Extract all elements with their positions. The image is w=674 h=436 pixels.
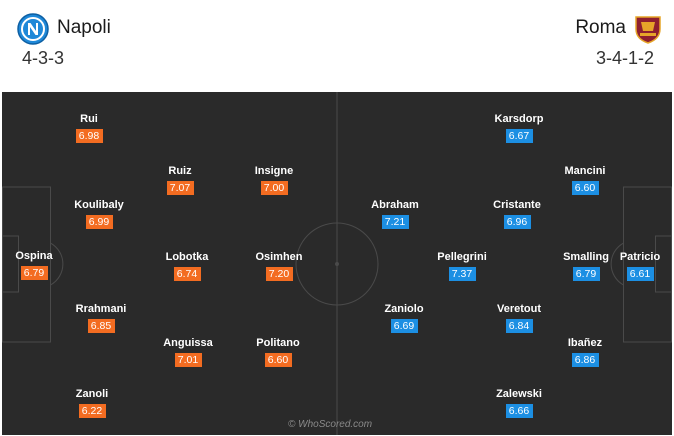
away-team-name[interactable]: Roma xyxy=(575,17,626,38)
home-player-osimhen[interactable]: Osimhen 7.20 xyxy=(239,250,319,282)
player-name: Abraham xyxy=(371,199,419,211)
player-rating: 6.67 xyxy=(505,129,533,143)
away-player-abraham[interactable]: Abraham 7.21 xyxy=(355,198,435,230)
home-player-koulibaly[interactable]: Koulibaly 6.99 xyxy=(59,198,139,230)
player-name: Mancini xyxy=(564,165,606,177)
player-name: Ibañez xyxy=(567,337,603,349)
away-player-veretout[interactable]: Veretout 6.84 xyxy=(479,302,559,334)
player-name: Insigne xyxy=(254,165,294,177)
player-name: Karsdorp xyxy=(494,113,544,125)
player-name: Patricio xyxy=(619,251,661,263)
player-name: Politano xyxy=(256,337,300,349)
player-rating: 6.22 xyxy=(78,404,106,418)
player-rating: 7.00 xyxy=(260,181,288,195)
away-player-ibanez[interactable]: Ibañez 6.86 xyxy=(545,336,625,368)
player-name: Veretout xyxy=(496,303,541,315)
home-formation: 4-3-3 xyxy=(22,48,65,68)
player-rating: 7.01 xyxy=(174,353,202,367)
away-player-cristante[interactable]: Cristante 6.96 xyxy=(477,198,557,230)
home-player-rrahmani[interactable]: Rrahmani 6.85 xyxy=(61,302,141,334)
away-player-zaniolo[interactable]: Zaniolo 6.69 xyxy=(364,302,444,334)
home-team-name[interactable]: Napoli xyxy=(57,17,111,38)
player-rating: 6.98 xyxy=(75,129,103,143)
player-name: Rui xyxy=(80,113,98,125)
player-rating: 6.86 xyxy=(571,353,599,367)
player-rating: 6.60 xyxy=(264,353,292,367)
match-header: Napoli 4-3-3 Roma 3-4-1-2 xyxy=(0,0,674,92)
whoscored-watermark: © WhoScored.com xyxy=(288,419,373,430)
player-name: Ruiz xyxy=(168,165,192,177)
home-player-anguissa[interactable]: Anguissa 7.01 xyxy=(148,336,228,368)
player-name: Ospina xyxy=(15,250,53,262)
player-rating: 6.69 xyxy=(390,319,418,333)
away-player-pellegrini[interactable]: Pellegrini 7.37 xyxy=(422,250,502,282)
player-rating: 7.07 xyxy=(166,181,194,195)
player-rating: 6.60 xyxy=(571,181,599,195)
home-player-rui[interactable]: Rui 6.98 xyxy=(49,112,129,144)
player-name: Zalewski xyxy=(496,388,542,400)
player-rating: 6.85 xyxy=(87,319,115,333)
home-player-ruiz[interactable]: Ruiz 7.07 xyxy=(140,164,220,196)
home-player-politano[interactable]: Politano 6.60 xyxy=(238,336,318,368)
player-rating: 7.21 xyxy=(381,215,409,229)
player-name: Lobotka xyxy=(165,251,209,263)
away-player-mancini[interactable]: Mancini 6.60 xyxy=(545,164,625,196)
player-name: Cristante xyxy=(493,199,541,211)
pitch-markings xyxy=(2,92,672,435)
player-name: Zanoli xyxy=(75,388,109,400)
away-player-zalewski[interactable]: Zalewski 6.66 xyxy=(479,387,559,419)
home-player-ospina[interactable]: Ospina 6.79 xyxy=(2,249,74,281)
player-rating: 6.74 xyxy=(173,267,201,281)
home-player-lobotka[interactable]: Lobotka 6.74 xyxy=(147,250,227,282)
pitch: Ospina 6.79 Rui 6.98 Koulibaly 6.99 Rrah… xyxy=(2,92,672,435)
player-rating: 6.99 xyxy=(85,215,113,229)
player-name: Anguissa xyxy=(163,337,213,349)
player-name: Osimhen xyxy=(255,251,303,263)
away-player-smalling[interactable]: Smalling 6.79 xyxy=(546,250,626,282)
player-rating: 6.84 xyxy=(505,319,533,333)
player-name: Koulibaly xyxy=(74,199,124,211)
player-name: Rrahmani xyxy=(75,303,127,315)
player-rating: 7.37 xyxy=(448,267,476,281)
player-name: Smalling xyxy=(563,251,609,263)
roma-crest-icon xyxy=(635,16,661,44)
napoli-crest-icon xyxy=(17,13,49,45)
player-rating: 6.96 xyxy=(503,215,531,229)
player-rating: 6.61 xyxy=(626,267,654,281)
home-player-zanoli[interactable]: Zanoli 6.22 xyxy=(52,387,132,419)
away-formation: 3-4-1-2 xyxy=(595,48,654,68)
player-rating: 6.66 xyxy=(505,404,533,418)
player-name: Zaniolo xyxy=(384,303,424,315)
player-name: Pellegrini xyxy=(437,251,487,263)
away-player-karsdorp[interactable]: Karsdorp 6.67 xyxy=(479,112,559,144)
away-player-patricio[interactable]: Patricio 6.61 xyxy=(600,250,672,282)
player-rating: 6.79 xyxy=(20,266,48,280)
player-rating: 6.79 xyxy=(572,267,600,281)
home-player-insigne[interactable]: Insigne 7.00 xyxy=(234,164,314,196)
player-rating: 7.20 xyxy=(265,267,293,281)
